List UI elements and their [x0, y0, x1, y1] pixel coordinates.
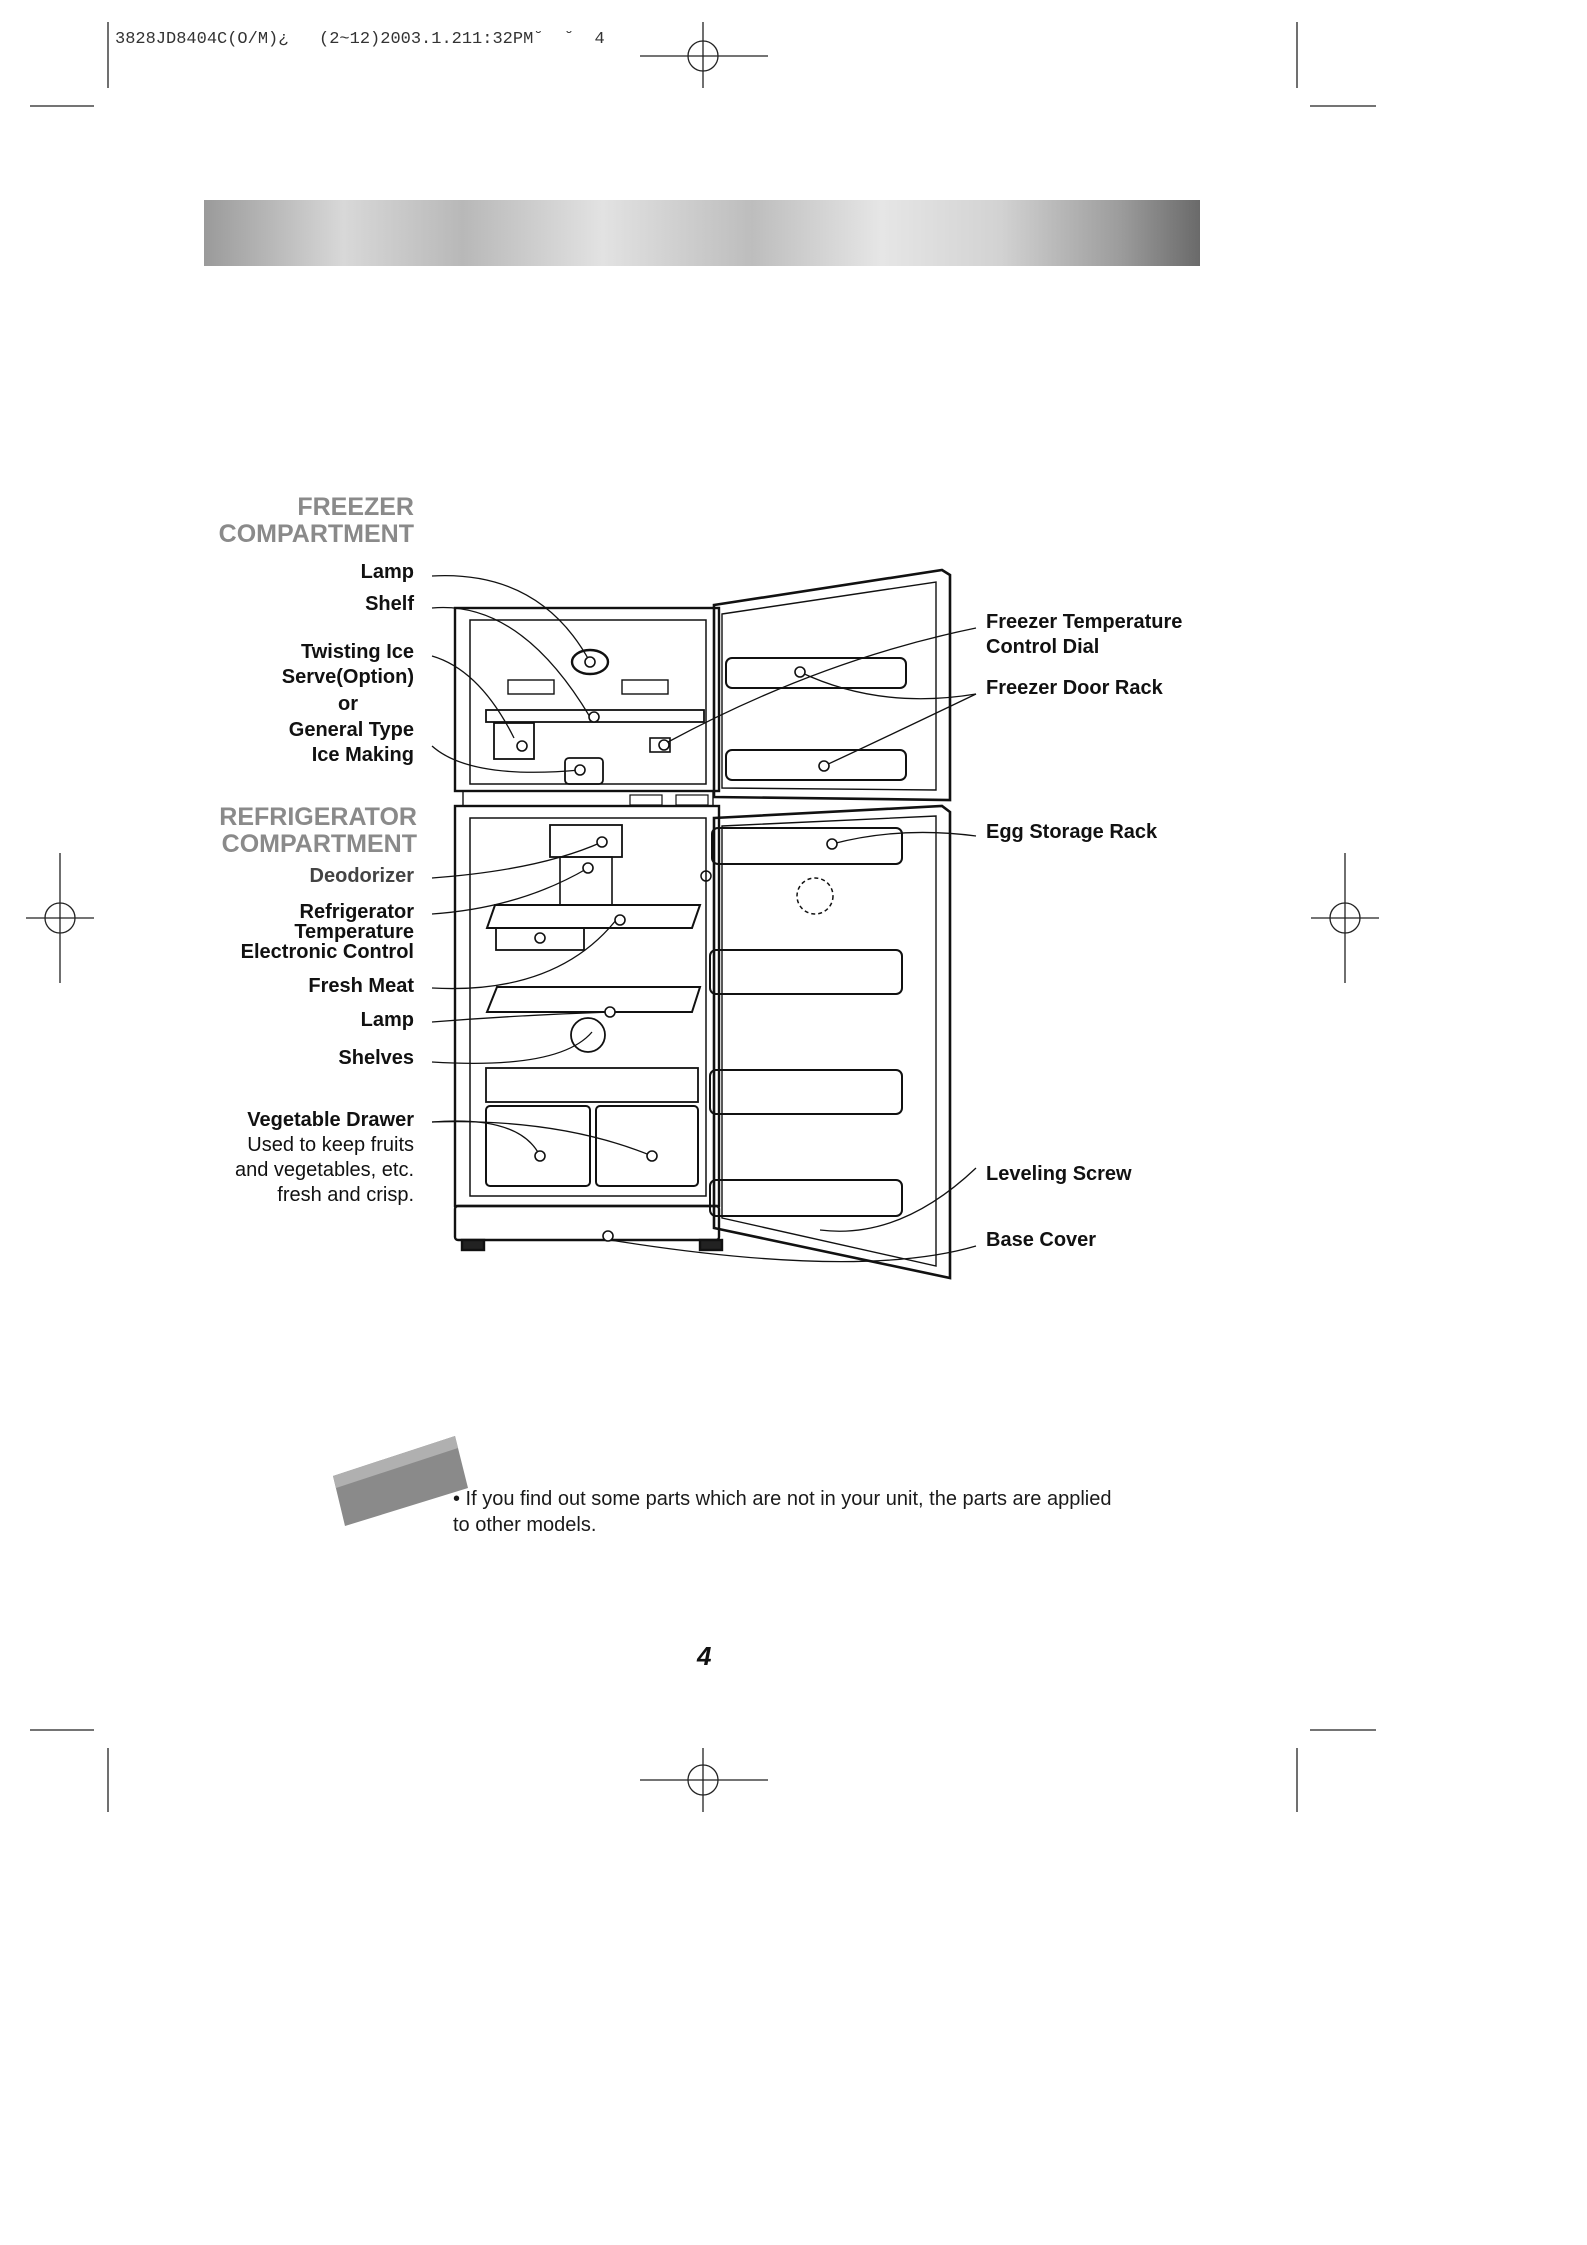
freezer-lamp-shape — [570, 648, 610, 676]
label-freezer-shelf: Shelf — [365, 593, 414, 615]
note-text: • If you find out some parts which are n… — [453, 1488, 1112, 1536]
vegetable-drawer-left — [485, 1105, 591, 1187]
refrigerator-heading: REFRIGERATOR COMPARTMENT — [219, 803, 417, 858]
label-egg-storage-rack: Egg Storage Rack — [986, 821, 1158, 843]
label-deodorizer: Deodorizer — [309, 865, 414, 887]
print-header-meta: 3828JD8404C(O/M)¿ (2~12)2003.1.211:32PM˘… — [115, 30, 605, 49]
page-number: 4 — [697, 1641, 712, 1671]
leader-lines — [431, 574, 977, 1263]
base-cover-shape — [453, 1204, 721, 1242]
freezer-cabinet — [453, 606, 721, 793]
label-leveling-screw: Leveling Screw — [986, 1163, 1132, 1185]
label-fresh-meat: Fresh Meat — [308, 975, 414, 997]
label-shelves: Shelves — [338, 1047, 414, 1069]
label-electronic-control: Refrigerator Temperature Electronic Cont… — [240, 901, 414, 963]
label-freezer-temp-dial: Freezer Temperature Control Dial — [986, 611, 1183, 658]
label-general-ice-making: General Type Ice Making — [288, 719, 414, 766]
fridge-shelf-lower — [485, 986, 702, 1013]
vegetable-drawer-right — [595, 1105, 699, 1187]
fridge-door — [712, 804, 952, 1280]
leader-dots — [516, 656, 838, 1242]
section-title-bar — [204, 200, 1200, 266]
refrigerator-drawing — [453, 568, 952, 1280]
label-fridge-lamp: Lamp — [360, 1009, 414, 1031]
note-tag-icon — [333, 1436, 468, 1526]
freezer-heading: FREEZER COMPARTMENT — [218, 493, 414, 548]
label-freezer-door-rack: Freezer Door Rack — [986, 677, 1163, 699]
label-vegetable-drawer: Vegetable Drawer Used to keep fruits and… — [234, 1109, 414, 1206]
label-twisting-ice: Twisting Ice Serve(Option) — [281, 641, 414, 688]
label-freezer-lamp: Lamp — [360, 561, 414, 583]
crop-marks — [26, 22, 1379, 1812]
label-base-cover: Base Cover — [986, 1229, 1097, 1251]
freezer-door — [712, 568, 952, 802]
fridge-lamp-shape — [570, 1017, 606, 1053]
fridge-shelf-upper — [485, 904, 702, 929]
label-or: or — [338, 693, 358, 715]
